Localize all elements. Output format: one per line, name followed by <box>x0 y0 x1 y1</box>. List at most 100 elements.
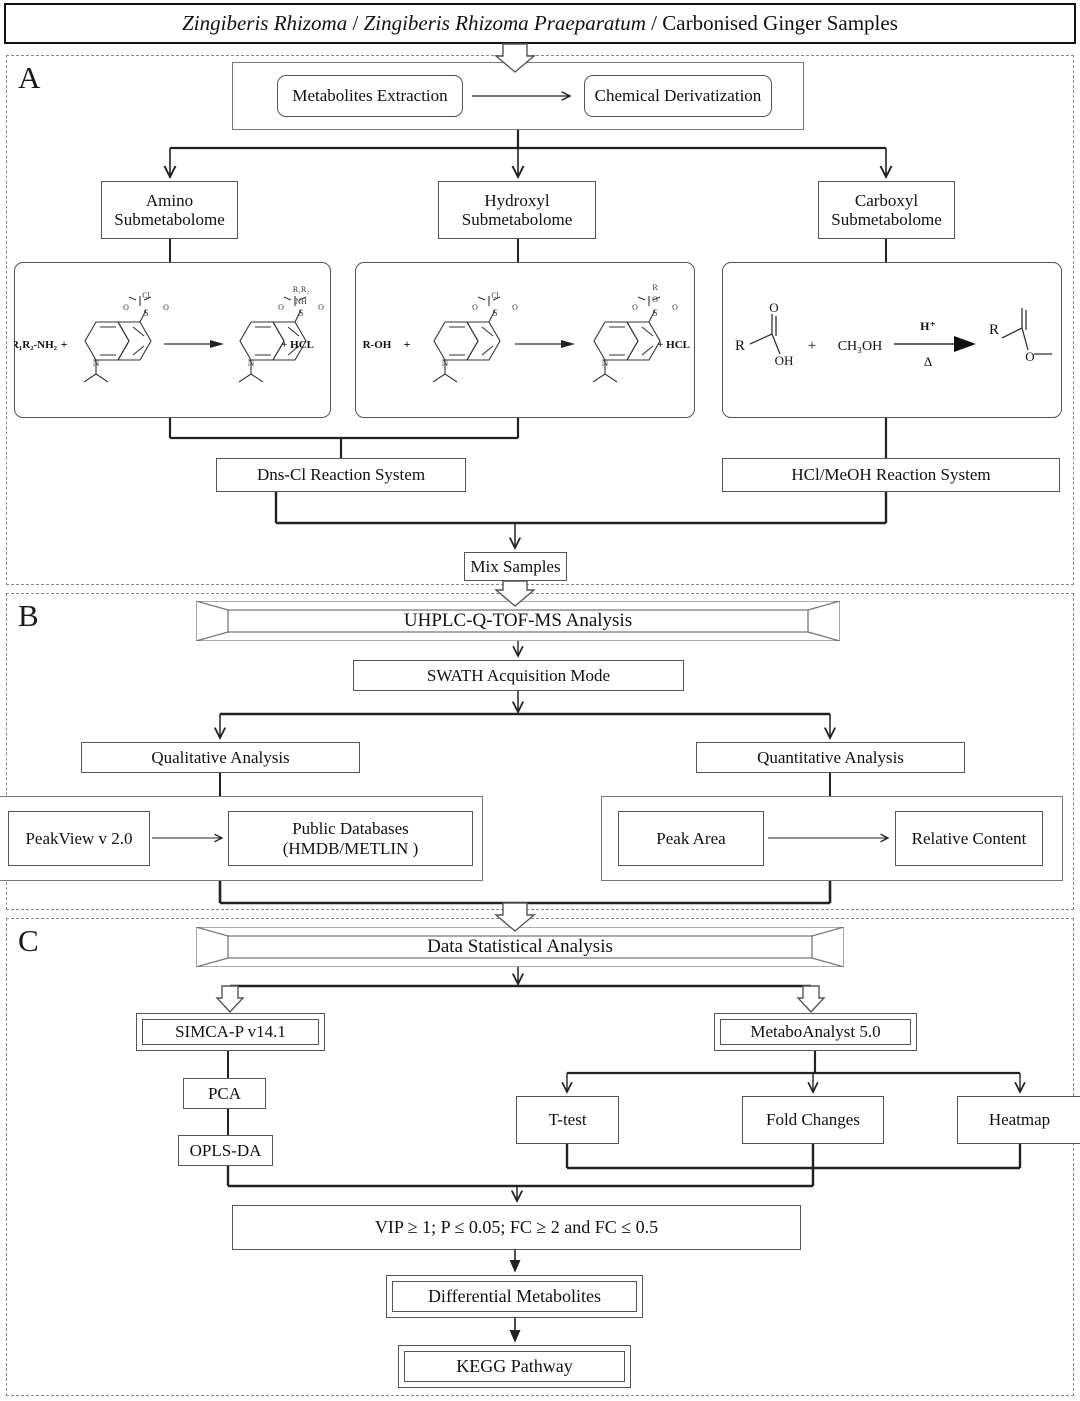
mix-samples-label: Mix Samples <box>470 556 561 576</box>
hydroxyl-byproduct-label: + HCL <box>657 339 690 351</box>
amino-reagent-label: R₁R₂-NH₂ <box>14 339 58 351</box>
hydroxyl-o-right: O <box>512 303 518 312</box>
differential-metabolites-box[interactable]: Differential Metabolites <box>386 1275 643 1318</box>
amino-line-2: Submetabolome <box>114 210 225 229</box>
carboxyl-plus-sign: + <box>808 338 816 354</box>
amino-o-right: O <box>163 303 169 312</box>
title-species-1: Zingiberis Rhizoma <box>182 11 348 35</box>
title-plain: Carbonised Ginger Samples <box>662 11 898 35</box>
section-label-a: A <box>18 60 41 95</box>
section-label-b: B <box>18 598 39 633</box>
amino-product-nh-label: NH <box>295 297 307 306</box>
amino-submetabolome-box[interactable]: Amino Submetabolome <box>101 181 238 239</box>
kegg-pathway-box[interactable]: KEGG Pathway <box>398 1345 631 1388</box>
amino-line-1: Amino <box>145 190 194 210</box>
title-separator-2: / <box>645 11 663 35</box>
t-test-box[interactable]: T-test <box>516 1096 619 1144</box>
hydroxyl-product-r-label: R <box>652 283 658 292</box>
carboxyl-submetabolome-box[interactable]: Carboxyl Submetabolome <box>818 181 955 239</box>
hcl-meoh-reaction-system-label: HCl/MeOH Reaction System <box>791 465 991 485</box>
hcl-meoh-reaction-system-box[interactable]: HCl/MeOH Reaction System <box>722 458 1060 492</box>
heatmap-label: Heatmap <box>988 1110 1051 1130</box>
page-title: Zingiberis Rhizoma / Zingiberis Rhizoma … <box>182 11 898 36</box>
hydroxyl-plus-sign: + <box>404 337 411 351</box>
differential-metabolites-label: Differential Metabolites <box>427 1286 602 1307</box>
title-species-2: Zingiberis Rhizoma Praeparatum <box>363 11 646 35</box>
public-databases-box[interactable]: Public Databases (HMDB/METLIN ) <box>228 811 473 866</box>
heat-delta-label: Δ <box>924 354 932 369</box>
hydroxyl-reagent-label: R-OH <box>363 339 392 351</box>
hydroxyl-product-n-label: N <box>602 358 609 368</box>
amino-byproduct-label: + HCL <box>281 339 314 351</box>
relative-content-box[interactable]: Relative Content <box>895 811 1043 866</box>
carboxyl-line-1: Carboxyl <box>854 190 919 210</box>
amino-cl-label: Cl <box>142 291 150 300</box>
qualitative-analysis-box[interactable]: Qualitative Analysis <box>81 742 360 773</box>
public-databases-line-1: Public Databases <box>292 819 409 839</box>
heatmap-box[interactable]: Heatmap <box>957 1096 1080 1144</box>
amino-product-o-right: O <box>318 303 324 312</box>
fold-changes-label: Fold Changes <box>766 1110 860 1130</box>
simca-p-label: SIMCA-P v14.1 <box>175 1022 286 1042</box>
criteria-box[interactable]: VIP ≥ 1; P ≤ 0.05; FC ≥ 2 and FC ≤ 0.5 <box>232 1205 801 1250</box>
pca-box[interactable]: PCA <box>183 1078 266 1109</box>
metabolites-extraction-box[interactable]: Metabolites Extraction <box>277 75 463 117</box>
simca-p-box[interactable]: SIMCA-P v14.1 <box>136 1013 325 1051</box>
kegg-pathway-label: KEGG Pathway <box>456 1356 573 1377</box>
data-statistical-banner-label: Data Statistical Analysis <box>427 936 613 957</box>
hydroxyl-product-s-label: S <box>652 308 657 318</box>
hydroxyl-n-label: N <box>442 358 449 368</box>
amino-reaction-panel <box>14 262 331 418</box>
qualitative-analysis-label: Qualitative Analysis <box>151 747 290 767</box>
amino-product-r-label: R₁R₂ <box>293 285 309 294</box>
swath-acquisition-label: SWATH Acquisition Mode <box>426 665 611 685</box>
hydroxyl-s-label: S <box>492 308 497 318</box>
section-a-panel <box>6 55 1074 585</box>
quantitative-analysis-box[interactable]: Quantitative Analysis <box>696 742 965 773</box>
amino-plus-sign: + <box>61 337 68 351</box>
amino-n-label: N <box>93 358 100 368</box>
hydroxyl-line-2: Submetabolome <box>461 210 573 229</box>
metabolites-extraction-label: Metabolites Extraction <box>292 86 448 106</box>
metaboanalyst-box[interactable]: MetaboAnalyst 5.0 <box>714 1013 917 1051</box>
uhplc-banner[interactable]: UHPLC-Q-TOF-MS Analysis <box>195 600 841 642</box>
amino-o-left: O <box>123 303 129 312</box>
carboxyl-line-2: Submetabolome <box>831 210 942 229</box>
swath-acquisition-box[interactable]: SWATH Acquisition Mode <box>353 660 684 691</box>
sample-title-bar: Zingiberis Rhizoma / Zingiberis Rhizoma … <box>4 3 1076 44</box>
mix-samples-box[interactable]: Mix Samples <box>464 552 567 581</box>
pca-label: PCA <box>207 1083 242 1103</box>
carboxyl-carbonyl-o: O <box>769 300 778 315</box>
amino-product-o-left: O <box>278 303 284 312</box>
hydroxyl-line-1: Hydroxyl <box>484 190 550 210</box>
acid-catalyst-label: H⁺ <box>920 319 936 333</box>
peak-area-box[interactable]: Peak Area <box>618 811 764 866</box>
chemical-derivatization-box[interactable]: Chemical Derivatization <box>584 75 772 117</box>
t-test-label: T-test <box>548 1110 587 1130</box>
amino-product-s-label: S <box>298 308 303 318</box>
peak-area-label: Peak Area <box>656 828 726 848</box>
carboxyl-oh-label: OH <box>775 353 794 368</box>
quantitative-analysis-label: Quantitative Analysis <box>757 747 904 767</box>
peakview-box[interactable]: PeakView v 2.0 <box>8 811 150 866</box>
hydroxyl-reaction-scheme: R-OH + Cl O O S N R O O O S N + HCL <box>363 283 690 383</box>
carboxyl-reaction-scheme: R O OH + CH₃OH H⁺ Δ R O <box>735 300 1052 369</box>
criteria-label: VIP ≥ 1; P ≤ 0.05; FC ≥ 2 and FC ≤ 0.5 <box>374 1217 659 1238</box>
dns-cl-reaction-system-box[interactable]: Dns-Cl Reaction System <box>216 458 466 492</box>
relative-content-label: Relative Content <box>911 828 1027 848</box>
carboxyl-reaction-panel <box>722 262 1062 418</box>
hydroxyl-cl-label: Cl <box>491 291 499 300</box>
fold-changes-box[interactable]: Fold Changes <box>742 1096 884 1144</box>
opls-da-box[interactable]: OPLS-DA <box>178 1135 273 1166</box>
methanol-label: CH₃OH <box>838 339 883 354</box>
amino-reaction-scheme: R₁R₂-NH₂ + Cl O O S N R₁R₂ NH O O S N + … <box>14 285 324 383</box>
hydroxyl-product-o-link: O <box>652 295 658 304</box>
hydroxyl-reaction-panel <box>355 262 695 418</box>
hydroxyl-product-o-right: O <box>672 303 678 312</box>
hydroxyl-o-left: O <box>472 303 478 312</box>
carboxyl-r-label: R <box>735 338 745 354</box>
metaboanalyst-label: MetaboAnalyst 5.0 <box>750 1022 881 1042</box>
ester-r-label: R <box>989 322 999 338</box>
hydroxyl-submetabolome-box[interactable]: Hydroxyl Submetabolome <box>438 181 596 239</box>
data-statistical-banner[interactable]: Data Statistical Analysis <box>195 926 845 968</box>
